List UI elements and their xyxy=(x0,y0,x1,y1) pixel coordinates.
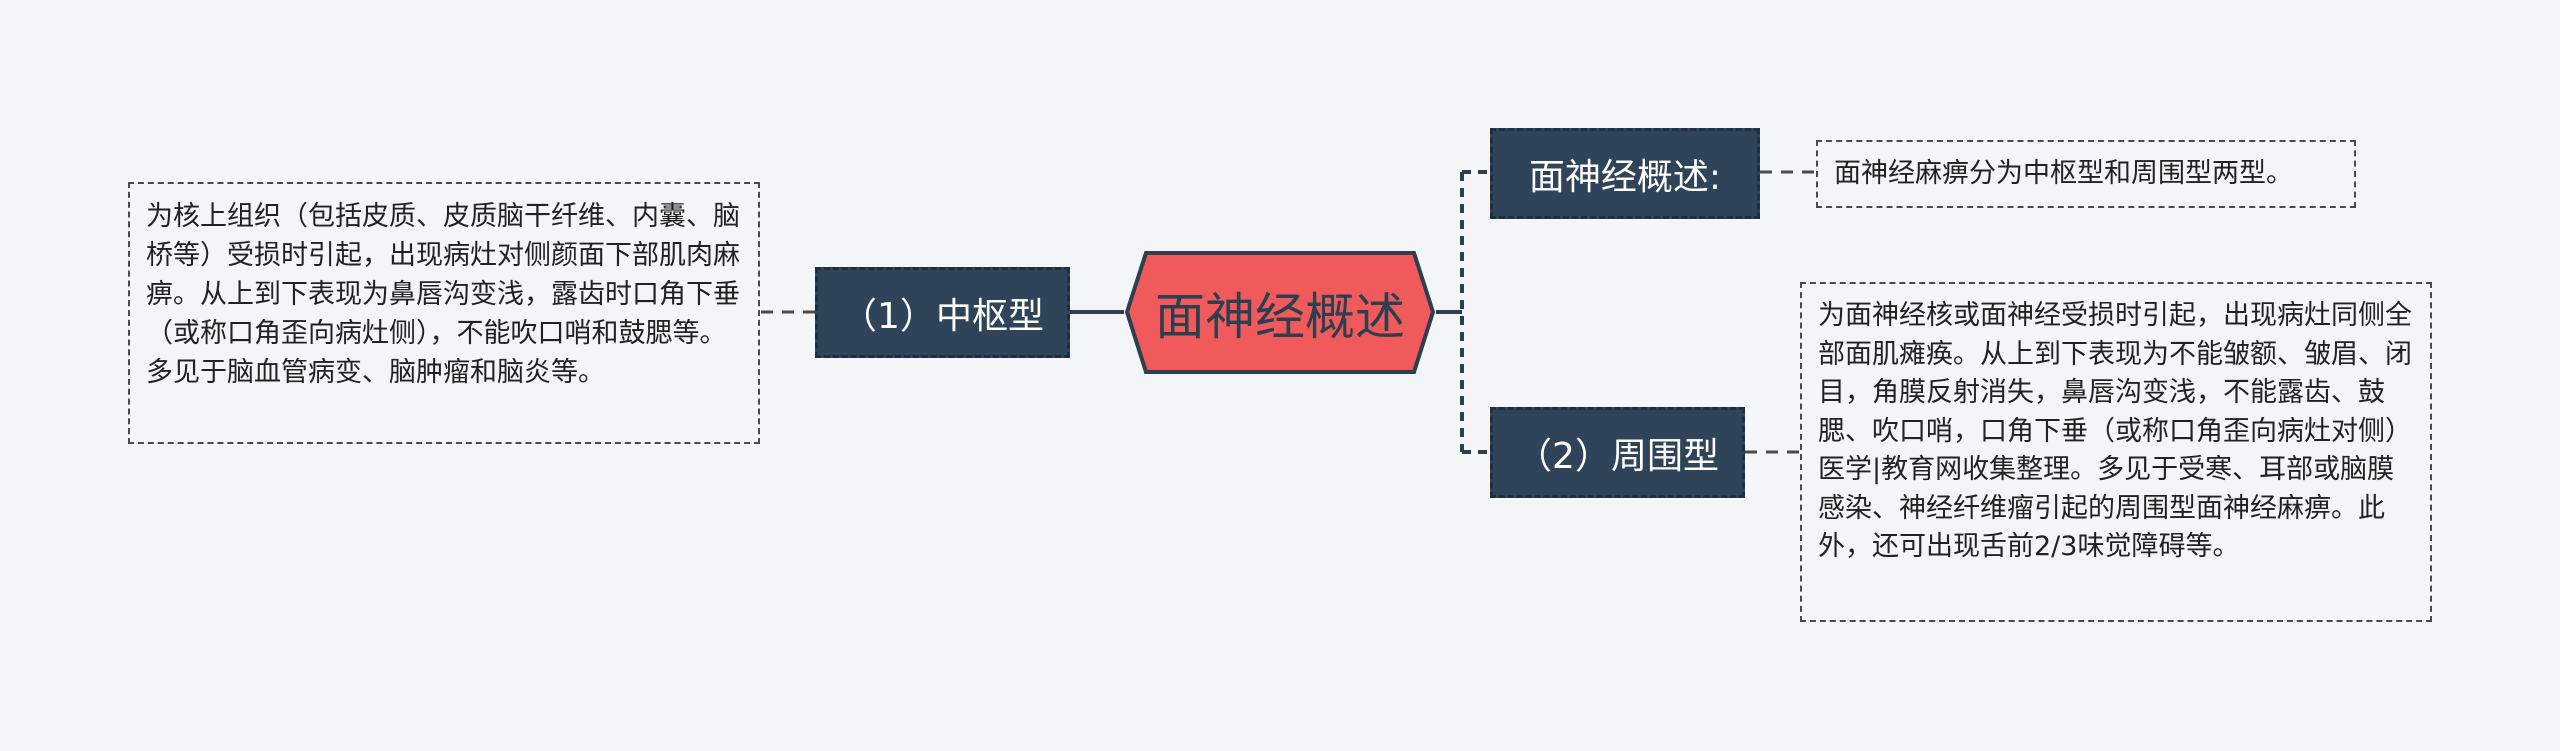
root-label: 面神经概述 xyxy=(1155,287,1405,346)
topic-peripheral-label: （2）周围型 xyxy=(1516,435,1719,477)
topic-overview[interactable]: 面神经概述: xyxy=(1490,128,1760,219)
note-peripheral-type[interactable]: 为面神经核或面神经受损时引起，出现病灶同侧全部面肌瘫痪。从上到下表现为不能皱额、… xyxy=(1800,282,2432,622)
note-overview[interactable]: 面神经麻痹分为中枢型和周围型两型。 xyxy=(1816,140,2356,208)
topic-peripheral-type[interactable]: （2）周围型 xyxy=(1490,407,1745,498)
topic-central-type[interactable]: （1）中枢型 xyxy=(815,267,1070,358)
root-node[interactable]: 面神经概述 xyxy=(1124,250,1436,375)
note-central-text: 为核上组织（包括皮质、皮质脑干纤维、内囊、脑桥等）受损时引起，出现病灶对侧颜面下… xyxy=(146,201,740,388)
root-hexagon-shape xyxy=(1124,251,1436,374)
note-peripheral-text: 为面神经核或面神经受损时引起，出现病灶同侧全部面肌瘫痪。从上到下表现为不能皱额、… xyxy=(1818,300,2412,562)
note-central-type[interactable]: 为核上组织（包括皮质、皮质脑干纤维、内囊、脑桥等）受损时引起，出现病灶对侧颜面下… xyxy=(128,182,760,444)
topic-overview-label: 面神经概述: xyxy=(1528,156,1722,198)
topic-central-label: （1）中枢型 xyxy=(841,295,1044,337)
note-overview-text: 面神经麻痹分为中枢型和周围型两型。 xyxy=(1834,158,2293,189)
